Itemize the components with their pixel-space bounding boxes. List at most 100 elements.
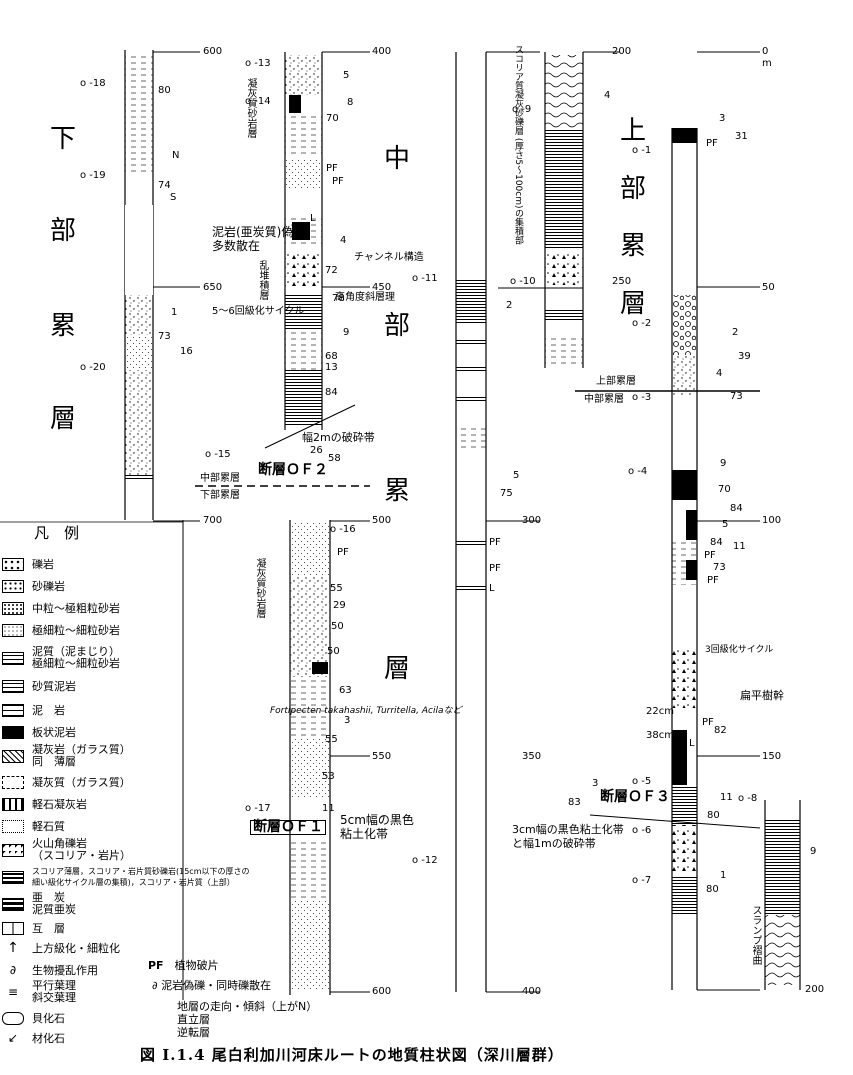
sample-12: o -12 [412, 855, 438, 866]
scale-c4-100: 100 [762, 515, 782, 526]
legend-item: スコリア薄層，スコリア・岩片質砂礫岩(15cm以下の厚さの 細い級化サイクル層の… [2, 866, 250, 888]
compass-s: S [170, 192, 177, 203]
dip-value: 73 [713, 562, 726, 573]
dip-value: 75 [500, 488, 513, 499]
dip-value: 3 [592, 778, 599, 789]
swatch-platy-mudstone [2, 725, 24, 739]
dip-value: 80 [706, 884, 719, 895]
shell-fossil-icon [2, 1011, 24, 1025]
sample-19: o -19 [80, 170, 106, 181]
sample-10: o -10 [510, 276, 536, 287]
bioturbation-icon: ∂ [2, 963, 24, 977]
dip-value: 11 [720, 792, 733, 803]
unit-lower-2: 部 [50, 216, 77, 246]
scale-c3-300: 300 [522, 515, 542, 526]
dip-value: 4 [604, 90, 611, 101]
dip-value: 4 [716, 368, 723, 379]
dip-value: 83 [568, 797, 581, 808]
legend-item: 砂質泥岩 [2, 678, 76, 694]
wood-fossil-icon: ↙ [2, 1031, 24, 1045]
dip-value: 39 [738, 351, 751, 362]
dip-value: 5 [343, 70, 350, 81]
sample-8: o -8 [738, 793, 758, 804]
legend-item: 極細粒～細粒砂岩 [2, 622, 120, 638]
dip-value: 9 [720, 458, 727, 469]
unit-upper-3: 累 [620, 231, 647, 261]
dip-value: 5 [722, 519, 729, 530]
dip-value: 3 [719, 113, 726, 124]
compass-n: N [172, 150, 180, 161]
legend-strike-dip: 地層の走向・傾斜（上がN） 直立層 逆転層 [177, 1000, 318, 1039]
legend-item: 礫岩 [2, 556, 54, 572]
column-4b [764, 800, 801, 990]
pf-8: PF [707, 575, 719, 586]
figure-title: 図 Ⅰ.1.4 尾白利加川河床ルートの地質柱状図（深川層群） [140, 1046, 564, 1064]
note-high-angle: 高角度斜層理 [335, 292, 395, 303]
sample-17: o -17 [245, 803, 271, 814]
note-clay3cm: 3cm幅の黒色粘土化帯 と幅1mの破砕帯 [512, 823, 624, 850]
note-upper-label: 上部累層 [596, 376, 636, 387]
legend-item: 凝灰岩（ガラス質） 同 薄層 [2, 744, 131, 768]
scale-c4-50: 50 [762, 282, 775, 293]
legend-title: 凡 例 [34, 524, 80, 542]
legend-item: 凝灰質（ガラス質） [2, 774, 131, 790]
dip-value: 8 [347, 97, 354, 108]
legend-item: ∂生物擾乱作用 [2, 962, 98, 978]
sample-2: o -2 [632, 318, 652, 329]
scale-c1-700: 700 [203, 515, 223, 526]
scale-c1-600: 600 [203, 46, 223, 57]
swatch-tuffaceous [2, 775, 24, 789]
scale-c3-400: 400 [522, 986, 542, 997]
scale-c4-0: 0 [762, 46, 769, 57]
pf-4: PF [489, 537, 501, 548]
column-2 [264, 51, 370, 449]
sample-7: o -7 [632, 875, 652, 886]
dip-value: 5 [513, 470, 520, 481]
note-slump: 乱堆積層 [257, 260, 268, 300]
unit-middle-3: 累 [384, 476, 411, 506]
dip-value: 9 [810, 846, 817, 857]
note-cycles3: 3回級化サイクル [705, 645, 774, 655]
scale-c2-450: 450 [372, 282, 392, 293]
note-fault-of2: 断層ＯＦ２ [258, 462, 328, 478]
legend-item: 火山角礫岩 （スコリア・岩片） [2, 838, 131, 862]
sample-14: o -14 [245, 96, 271, 107]
swatch-scoria [2, 870, 24, 884]
scale-unit: m [762, 58, 772, 69]
note-clay5cm: 5cm幅の黒色 粘土化帯 [340, 813, 414, 841]
legend-item: 泥 岩 [2, 702, 65, 718]
pf-7: PF [704, 550, 716, 561]
unit-middle-2: 部 [384, 311, 411, 341]
swatch-muddy-sand [2, 651, 24, 665]
sample-1: o -1 [632, 145, 652, 156]
legend-item: 亜 炭 泥質亜炭 [2, 892, 76, 916]
column-2b [289, 520, 370, 995]
scale-c2-600: 600 [372, 986, 392, 997]
swatch-alternation [2, 921, 24, 935]
legend-item: ↑上方級化・細粒化 [2, 940, 120, 956]
legend-item: 互 層 [2, 920, 65, 936]
swatch-lignite [2, 897, 24, 911]
dip-value: 11 [322, 803, 335, 814]
dip-value: 70 [326, 113, 339, 124]
legend-item: ≡平行葉理 斜交葉理 [2, 980, 76, 1004]
dip-value: 1 [720, 870, 727, 881]
swatch-sandy-gravel [2, 579, 24, 593]
note-flat-trunk: 扁平樹幹 [740, 689, 784, 702]
dip-value: 84 [325, 387, 338, 398]
scale-c4-150: 150 [762, 751, 782, 762]
dip-value: 84 [730, 503, 743, 514]
legend-item: 泥質（泥まじり） 極細粒～細粒砂岩 [2, 646, 120, 670]
dip-value: 3 [344, 715, 351, 726]
dip-value: 31 [735, 131, 748, 142]
legend-item: 中粒～極粗粒砂岩 [2, 600, 120, 616]
dip-value: 78 [332, 293, 345, 304]
unit-upper-2: 部 [620, 174, 647, 204]
scale-c2-500: 500 [372, 515, 392, 526]
legend-plant-fragments: PF 植物破片 [148, 959, 219, 972]
unit-lower-4: 層 [50, 404, 77, 434]
dip-value: 58 [328, 453, 341, 464]
scale-c3-350: 350 [522, 751, 542, 762]
sample-13: o -13 [245, 58, 271, 69]
dip-value: 63 [339, 685, 352, 696]
